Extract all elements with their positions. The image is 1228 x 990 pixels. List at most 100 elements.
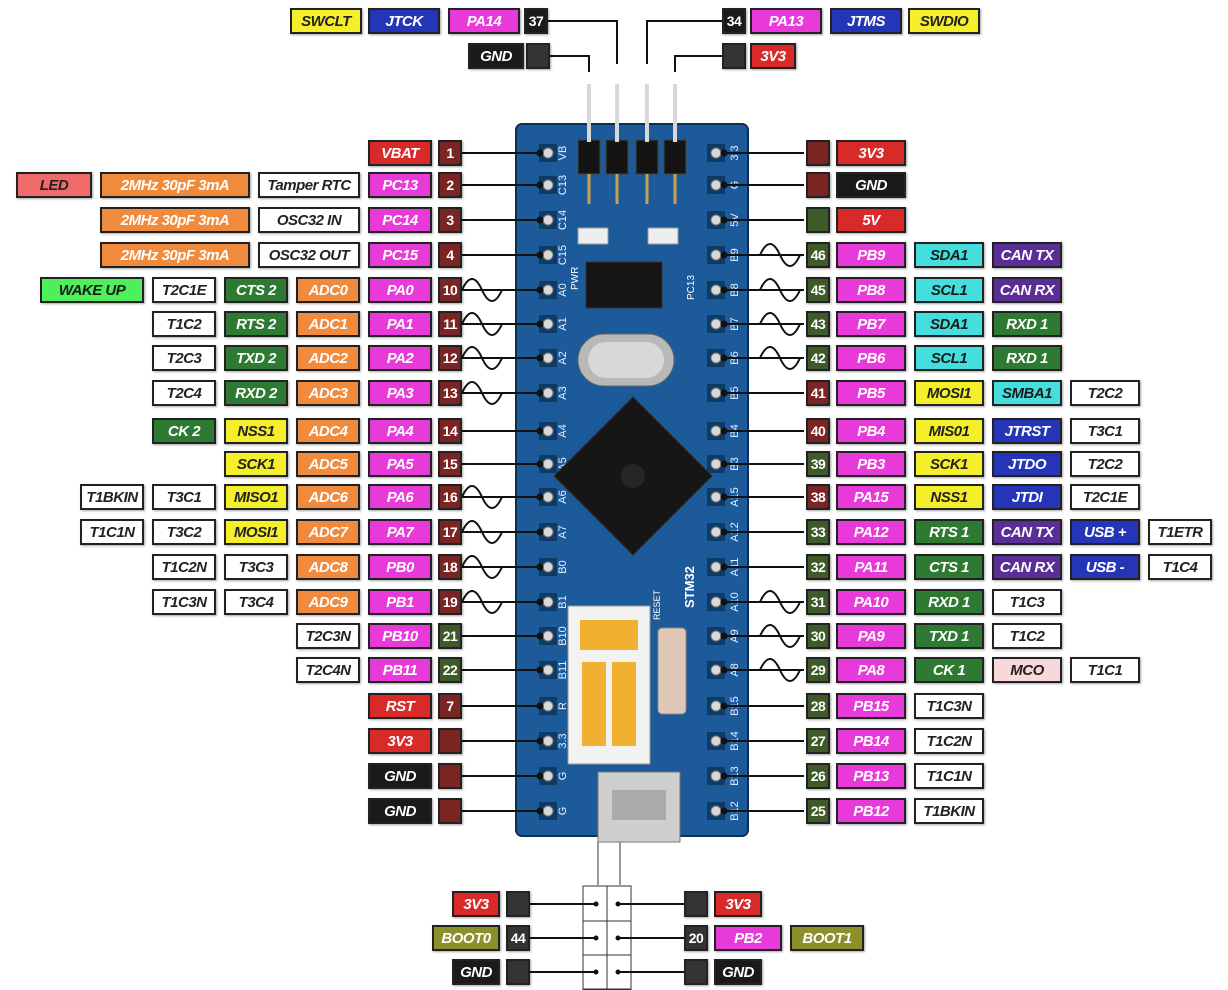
header-pin-right-hole — [711, 426, 721, 436]
pin-number-11: 11 — [438, 311, 462, 337]
pin-number-17: 17 — [438, 519, 462, 545]
pin-number-38: 38 — [806, 484, 830, 510]
silk-left-a7: A7 — [557, 525, 569, 538]
header-pin-left-hole — [543, 148, 553, 158]
label-usb: USB - — [1070, 554, 1140, 580]
label-pb14: PB14 — [836, 728, 906, 754]
silk-left-3-3: 3.3 — [557, 733, 569, 748]
boot-jumper-top — [580, 620, 638, 650]
header-pin-left-hole — [543, 180, 553, 190]
pin-number-blank — [438, 798, 462, 824]
label-rxd-2: RXD 2 — [224, 380, 288, 406]
label-pa1: PA1 — [368, 311, 432, 337]
connector-dot — [537, 773, 544, 780]
pin-number-44: 44 — [506, 925, 530, 951]
label-rxd-1: RXD 1 — [992, 345, 1062, 371]
connector-dot — [537, 738, 544, 745]
label-t1c1n: T1C1N — [80, 519, 144, 545]
pin-number-22: 22 — [438, 657, 462, 683]
header-pin-right-hole — [711, 597, 721, 607]
label-mosi1: MOSI1 — [224, 519, 288, 545]
label-t1c3: T1C3 — [992, 589, 1062, 615]
connector-dot — [721, 529, 728, 536]
pin-number-3: 3 — [438, 207, 462, 233]
reset-silk-label: RESET — [652, 589, 662, 620]
connector-dot — [721, 321, 728, 328]
connector-line — [647, 21, 722, 64]
connector-dot — [721, 182, 728, 189]
boot1-jumper — [612, 662, 636, 746]
pin-number-14: 14 — [438, 418, 462, 444]
label-t2c1e: T2C1E — [1070, 484, 1140, 510]
header-pin-left-hole — [543, 597, 553, 607]
silk-left-r: R — [557, 702, 569, 710]
label-pa8: PA8 — [836, 657, 906, 683]
label-t1c2: T1C2 — [992, 623, 1062, 649]
label-adc3: ADC3 — [296, 380, 360, 406]
label-rts-2: RTS 2 — [224, 311, 288, 337]
pin-number-42: 42 — [806, 345, 830, 371]
label-nss1: NSS1 — [224, 418, 288, 444]
label-gnd: GND — [368, 763, 432, 789]
label-pc15: PC15 — [368, 242, 432, 268]
connector-dot — [721, 564, 728, 571]
label-t2c4n: T2C4N — [296, 657, 360, 683]
label-usb: USB + — [1070, 519, 1140, 545]
label-mco: MCO — [992, 657, 1062, 683]
label-t3c1: T3C1 — [152, 484, 216, 510]
connector-dot — [721, 773, 728, 780]
label-pa9: PA9 — [836, 623, 906, 649]
silk-left-b11: B11 — [557, 661, 569, 680]
label-t2c3n: T2C3N — [296, 623, 360, 649]
pin-number-1: 1 — [438, 140, 462, 166]
pin-number-29: 29 — [806, 657, 830, 683]
label-sck1: SCK1 — [224, 451, 288, 477]
label-pa6: PA6 — [368, 484, 432, 510]
header-pin-right-hole — [711, 527, 721, 537]
label-ck-1: CK 1 — [914, 657, 984, 683]
label-pa13: PA13 — [750, 8, 822, 34]
label-osc32-out: OSC32 OUT — [258, 242, 360, 268]
label-jtms: JTMS — [830, 8, 902, 34]
label-ck-2: CK 2 — [152, 418, 216, 444]
silk-left-b10: B10 — [557, 626, 569, 646]
connector-line — [675, 56, 722, 72]
silk-left-a3: A3 — [557, 386, 569, 399]
label-jtdi: JTDI — [992, 484, 1062, 510]
pin-number-30: 30 — [806, 623, 830, 649]
label-mis01: MIS01 — [914, 418, 984, 444]
connector-dot — [537, 287, 544, 294]
silk-left-c13: C13 — [557, 175, 569, 195]
header-pin-left-hole — [543, 527, 553, 537]
label-pa14: PA14 — [448, 8, 520, 34]
connector-dot — [721, 150, 728, 157]
label-adc6: ADC6 — [296, 484, 360, 510]
label-3v3: 3V3 — [368, 728, 432, 754]
label-gnd: GND — [468, 43, 524, 69]
header-pin-right-hole — [711, 353, 721, 363]
label-t1c1: T1C1 — [1070, 657, 1140, 683]
label-t2c4: T2C4 — [152, 380, 216, 406]
label-t1c4: T1C4 — [1148, 554, 1212, 580]
swd-header-pin — [606, 140, 628, 174]
header-pin-left-hole — [543, 319, 553, 329]
pin-number-blank — [438, 728, 462, 754]
label-pb3: PB3 — [836, 451, 906, 477]
label-can-tx: CAN TX — [992, 242, 1062, 268]
connector-dot — [537, 703, 544, 710]
connector-dot — [721, 738, 728, 745]
label-t3c2: T3C2 — [152, 519, 216, 545]
label-pb7: PB7 — [836, 311, 906, 337]
header-pin-left-hole — [543, 492, 553, 502]
header-pin-left-hole — [543, 701, 553, 711]
header-pin-left-hole — [543, 771, 553, 781]
label-pa15: PA15 — [836, 484, 906, 510]
pin-number-blank — [722, 43, 746, 69]
label-2mhz-30pf-3ma: 2MHz 30pF 3mA — [100, 172, 250, 198]
connector-dot — [721, 494, 728, 501]
header-pin-left-hole — [543, 665, 553, 675]
label-boot0: BOOT0 — [432, 925, 500, 951]
header-pin-left-hole — [543, 806, 553, 816]
pin-number-blank — [526, 43, 550, 69]
label-txd-1: TXD 1 — [914, 623, 984, 649]
